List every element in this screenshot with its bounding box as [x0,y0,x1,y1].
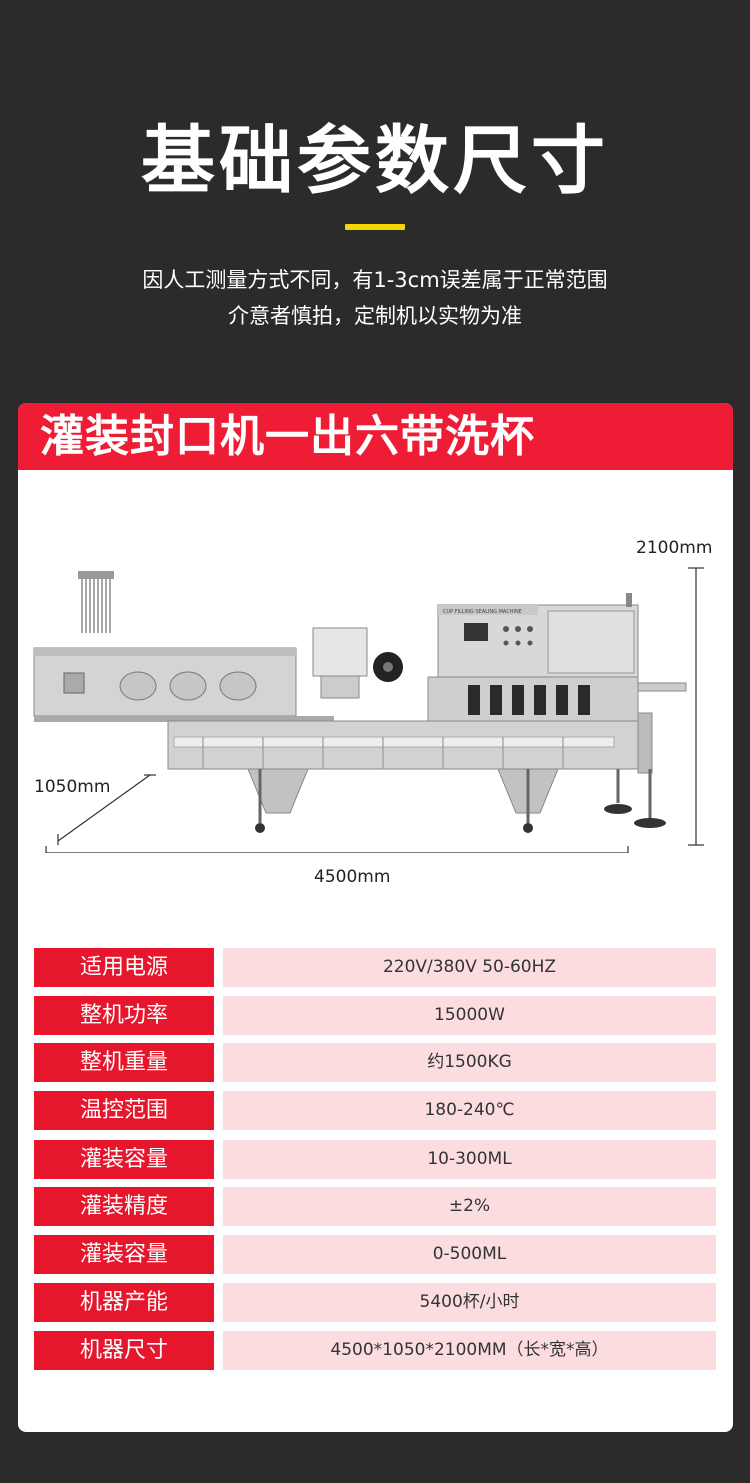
filling-sealing-stations [427,676,639,722]
subtitle-line-2: 介意者慎拍，定制机以实物为准 [228,304,522,328]
spec-value: 4500*1050*2100MM（长*宽*高） [223,1331,716,1370]
spec-label: 灌装容量 [34,1140,214,1179]
product-card: 灌装封口机一出六带洗杯 2100mm 1050mm 4500mm [18,403,733,1432]
spec-value: 220V/380V 50-60HZ [223,948,716,987]
spec-label: 整机功率 [34,996,214,1035]
product-card-header: 灌装封口机一出六带洗杯 [18,403,733,470]
spec-label: 整机重量 [34,1043,214,1082]
spec-label: 灌装精度 [34,1187,214,1226]
title-underline [345,224,405,230]
spec-value: 15000W [223,996,716,1035]
spec-value: 180-240℃ [223,1091,716,1130]
spec-value: 0-500ML [223,1235,716,1274]
spec-label: 温控范围 [34,1091,214,1130]
spec-value: 10-300ML [223,1140,716,1179]
spec-value: 5400杯/小时 [223,1283,716,1322]
page-title: 基础参数尺寸 [141,118,609,204]
panel-label: CUP FILLING SEALING MACHINE [443,609,522,615]
spec-label: 机器产能 [34,1283,214,1322]
length-dimension-label: 4500mm [314,867,391,887]
product-title: 灌装封口机一出六带洗杯 [40,411,535,462]
machine-illustration: CUP FILLING SEALING MACHINE [33,567,704,853]
depth-dimension-label: 1050mm [34,777,111,797]
casters [255,804,666,833]
cup-stacker [81,575,111,633]
touch-screen [464,623,488,641]
height-dimension-label: 2100mm [636,538,713,558]
spec-label: 适用电源 [34,948,214,987]
left-hopper [247,768,309,814]
spec-value: 约1500KG [223,1043,716,1082]
spec-label: 灌装容量 [34,1235,214,1274]
dimension-lines [45,567,704,853]
subtitle-line-1: 因人工测量方式不同，有1-3cm误差属于正常范围 [142,268,608,292]
water-tank [312,627,368,677]
spec-value: ±2% [223,1187,716,1226]
spec-label: 机器尺寸 [34,1331,214,1370]
